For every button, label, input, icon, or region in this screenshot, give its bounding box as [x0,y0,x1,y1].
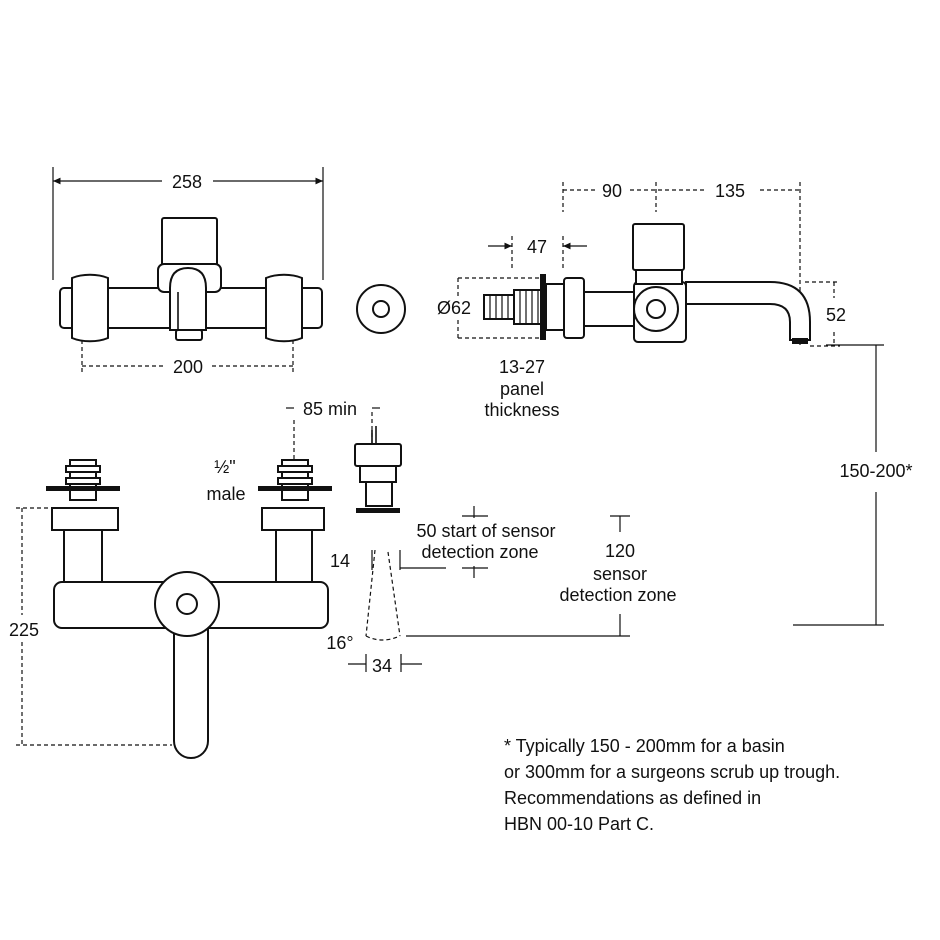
rear-elevation [16,407,380,759]
mounting-height-dimension [793,344,884,626]
dim-258: 258 [172,172,202,192]
thread-size-label: ½" [214,457,235,477]
footnote-line-2: or 300mm for a surgeons scrub up trough. [504,762,840,782]
front-elevation-top [52,167,324,372]
dim-52: 52 [826,305,846,325]
footnote-line-4: HBN 00-10 Part C. [504,814,654,834]
thickness-word-label: thickness [484,400,559,420]
footnote-line-3: Recommendations as defined in [504,788,761,808]
footnote: * Typically 150 - 200mm for a basin or 3… [504,736,840,834]
detection-length-value: 120 [605,541,635,561]
dim-135: 135 [715,181,745,201]
dimension-labels: 258 200 90 135 47 Ø62 52 13-27 panel thi… [9,172,913,676]
dim-150-200: 150-200* [839,461,912,481]
dim-225: 225 [9,620,39,640]
angle-16-label: 16° [326,633,353,653]
footnote-line-1: * Typically 150 - 200mm for a basin [504,736,785,756]
dim-34: 34 [372,656,392,676]
dim-90: 90 [602,181,622,201]
dim-85-min: 85 min [303,399,357,419]
panel-range-label: 13-27 [499,357,545,377]
dim-diameter-62: Ø62 [437,298,471,318]
thread-type-label: male [206,484,245,504]
dim-47: 47 [527,237,547,257]
side-elevation [457,182,840,347]
detection-length-line3: detection zone [559,585,676,605]
detection-start-line1: 50 start of sensor [416,521,555,541]
detection-length-line2: sensor [593,564,647,584]
sensor-detail [348,426,630,672]
detection-start-line2: detection zone [421,542,538,562]
dim-14: 14 [330,551,350,571]
dim-200: 200 [173,357,203,377]
panel-word-label: panel [500,379,544,399]
escutcheon-front-view [356,284,406,334]
